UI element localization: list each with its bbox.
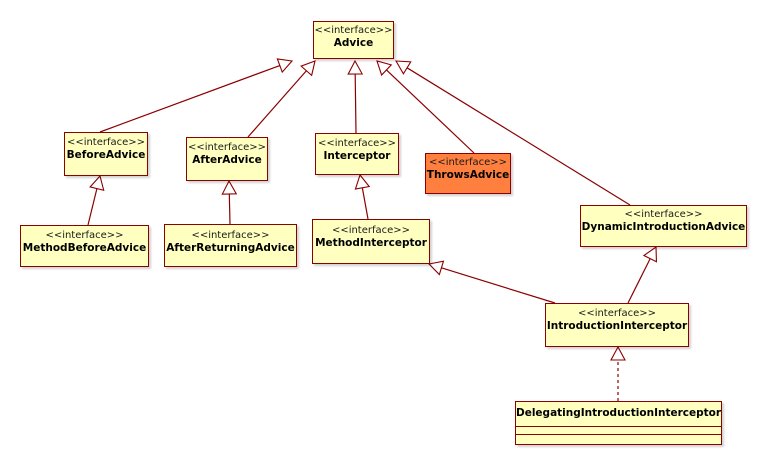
- stereotype-label: <<interface>>: [191, 230, 270, 241]
- stereotype-label: <<interface>>: [317, 138, 397, 149]
- edge-interceptor-to-advice: [354, 73, 357, 134]
- class-name-after-returning-advice: AfterReturningAdvice: [166, 242, 295, 254]
- edge-method-before-advice-to-before-advice: [87, 188, 98, 226]
- stereotype-label: <<interface>>: [624, 209, 703, 220]
- edge-after-returning-advice-to-after-advice: [228, 193, 231, 225]
- class-dynamic-introduction-advice[interactable]: <<interface>> DynamicIntroductionAdvice: [580, 205, 747, 247]
- inheritance-arrowhead: [376, 60, 393, 77]
- attributes-compartment: [516, 426, 721, 434]
- inheritance-arrowhead: [276, 58, 294, 74]
- operations-compartment: [516, 434, 721, 441]
- stereotype-label: <<interface>>: [314, 25, 393, 36]
- edge-after-advice-to-advice: [247, 70, 307, 138]
- class-name-dynamic-introduction-advice: DynamicIntroductionAdvice: [581, 221, 746, 233]
- inheritance-arrowhead: [642, 245, 658, 263]
- class-after-returning-advice[interactable]: <<interface>> AfterReturningAdvice: [164, 224, 297, 267]
- inheritance-arrowhead: [221, 179, 238, 195]
- class-before-advice[interactable]: <<interface>> BeforeAdvice: [64, 132, 148, 176]
- stereotype-label: <<interface>>: [66, 137, 146, 148]
- edge-method-interceptor-to-interceptor: [361, 187, 369, 220]
- class-name-method-before-advice: MethodBeforeAdvice: [22, 242, 147, 254]
- class-after-advice[interactable]: <<interface>> AfterAdvice: [186, 137, 268, 181]
- inheritance-arrowhead: [427, 260, 445, 276]
- stereotype-label: <<interface>>: [428, 157, 508, 168]
- inheritance-arrowhead: [300, 60, 316, 77]
- stereotype-label: <<interface>>: [187, 142, 267, 153]
- class-method-before-advice[interactable]: <<interface>> MethodBeforeAdvice: [20, 225, 149, 267]
- stereotype-label: <<interface>>: [577, 308, 657, 319]
- stereotype-label: <<interface>>: [331, 225, 411, 236]
- class-name-interceptor: Interceptor: [323, 150, 391, 162]
- class-method-interceptor[interactable]: <<interface>> MethodInterceptor: [312, 219, 430, 264]
- edge-introduction-interceptor-to-method-interceptor: [441, 267, 556, 304]
- class-name-after-advice: AfterAdvice: [192, 154, 262, 166]
- edge-dynamic-introduction-advice-to-advice: [406, 67, 631, 206]
- class-name-advice: Advice: [333, 37, 374, 49]
- inheritance-arrowhead: [347, 59, 364, 75]
- inheritance-arrowhead: [354, 173, 371, 190]
- class-name-delegating-introduction-interceptor: DelegatingIntroductionInterceptor: [516, 407, 722, 419]
- class-delegating-introduction-interceptor[interactable]: DelegatingIntroductionInterceptor: [515, 401, 722, 445]
- class-introduction-interceptor[interactable]: <<interface>> IntroductionInterceptor: [545, 303, 689, 347]
- class-throws-advice[interactable]: <<interface>> ThrowsAdvice: [425, 153, 511, 194]
- class-interceptor[interactable]: <<interface>> Interceptor: [315, 133, 399, 175]
- edge-throws-advice-to-advice: [386, 69, 475, 154]
- inheritance-arrowhead: [395, 60, 412, 75]
- class-name-method-interceptor: MethodInterceptor: [315, 237, 427, 249]
- inheritance-arrowhead: [89, 174, 105, 192]
- class-advice[interactable]: <<interface>> Advice: [313, 21, 394, 59]
- class-name-introduction-interceptor: IntroductionInterceptor: [546, 320, 688, 332]
- stereotype-label: <<interface>>: [45, 230, 124, 241]
- class-name-before-advice: BeforeAdvice: [66, 149, 146, 161]
- inheritance-arrowhead: [610, 345, 626, 361]
- edge-before-advice-to-advice: [99, 64, 281, 133]
- edge-introduction-interceptor-to-dynamic-introduction-advice: [627, 258, 651, 304]
- class-name-throws-advice: ThrowsAdvice: [426, 169, 510, 181]
